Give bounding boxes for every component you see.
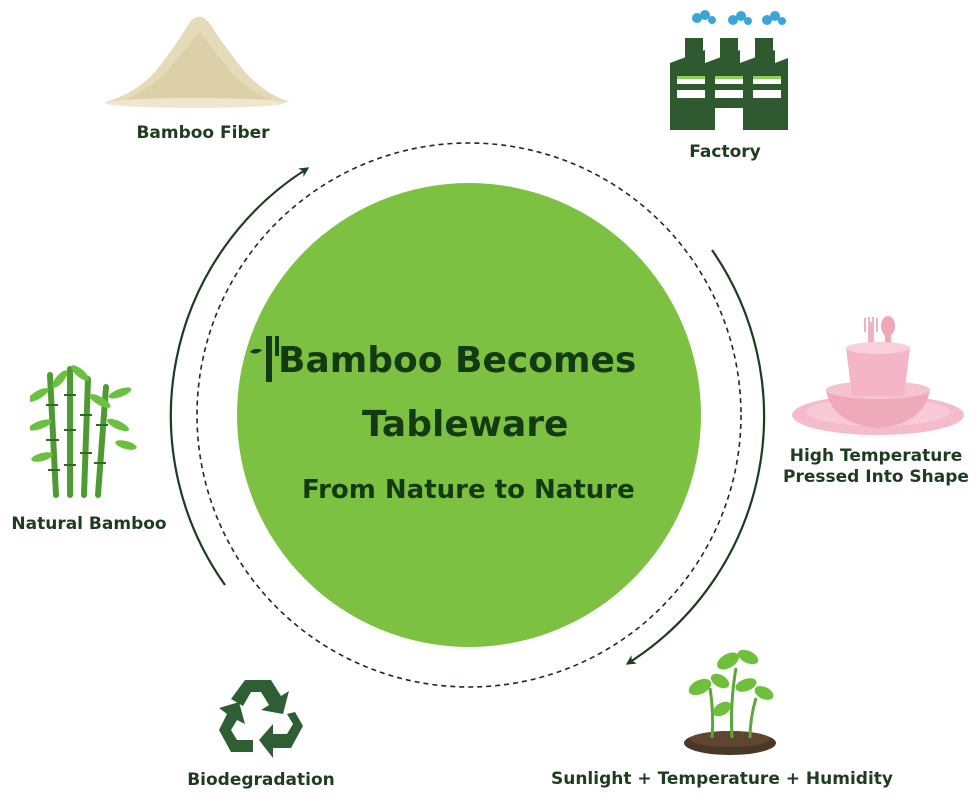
label-biodegradation: Biodegradation — [187, 770, 335, 790]
dashed-cycle-ring — [196, 142, 742, 688]
arrow-left-arc — [169, 167, 310, 586]
center-title-line1: Bamboo Becomes — [278, 340, 637, 381]
center-circle — [237, 183, 701, 647]
recycle-icon — [219, 680, 303, 758]
factory-icon — [670, 10, 788, 130]
fiber-pile-icon — [105, 16, 290, 108]
arrow-right-arc — [625, 249, 766, 665]
bamboo-icon — [30, 365, 137, 498]
label-sunlight: Sunlight + Temperature + Humidity — [550, 769, 894, 789]
label-bamboo-fiber: Bamboo Fiber — [136, 123, 270, 143]
label-high-temp-line1: High Temperature — [789, 446, 963, 466]
seedling-icon — [684, 649, 776, 755]
label-factory: Factory — [689, 142, 761, 162]
label-natural-bamboo: Natural Bamboo — [11, 514, 167, 534]
tableware-icon — [792, 316, 964, 435]
bamboo-logo-icon — [250, 336, 279, 382]
label-high-temp-line2: Pressed Into Shape — [783, 467, 969, 487]
center-subtitle: From Nature to Nature — [302, 475, 635, 505]
center-title-line2: Tableware — [362, 404, 569, 445]
